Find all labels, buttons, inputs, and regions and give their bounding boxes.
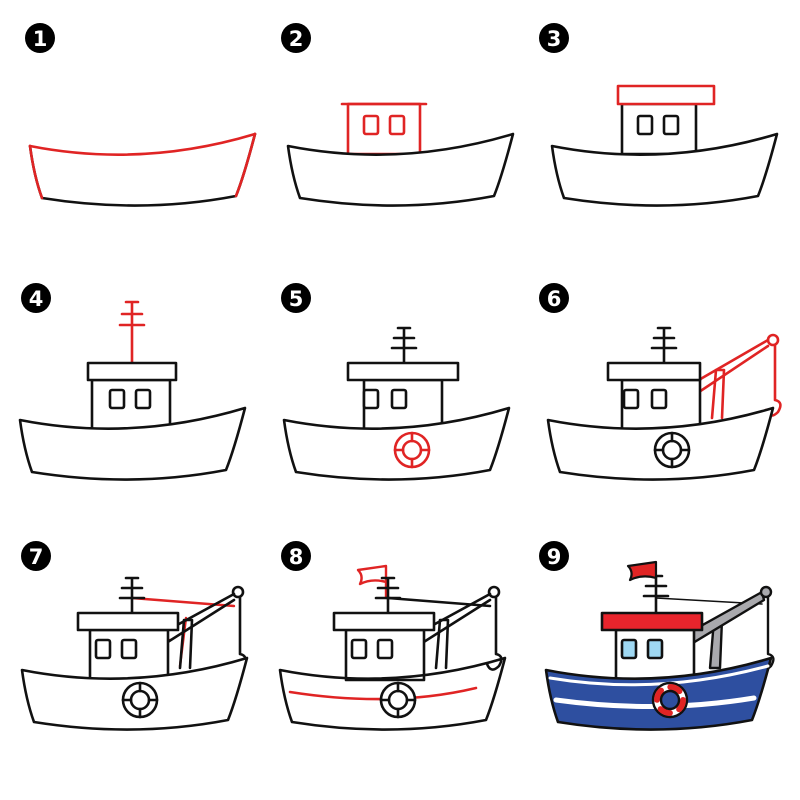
step-badge-4: 4 — [21, 283, 51, 313]
life-ring-highlight — [393, 431, 431, 469]
step-number: 5 — [289, 287, 304, 311]
cabin-highlight — [340, 102, 428, 156]
step-7-drawing — [20, 576, 249, 731]
life-ring — [379, 681, 417, 719]
step-number: 7 — [29, 545, 44, 569]
flag-icon — [626, 560, 658, 582]
step-number: 3 — [547, 27, 562, 51]
hull-bow-highlight — [28, 144, 44, 200]
step-number: 6 — [547, 287, 562, 311]
step-badge-2: 2 — [281, 23, 311, 53]
step-8-drawing — [278, 564, 507, 731]
step-number: 1 — [33, 27, 48, 51]
step-badge-6: 6 — [539, 283, 569, 313]
hull-rim-highlight — [28, 132, 257, 156]
hull-stern-highlight — [234, 132, 257, 198]
cabin-window — [620, 638, 638, 660]
cabin-window — [646, 638, 664, 660]
step-5-drawing — [282, 326, 511, 481]
flag-highlight — [356, 564, 388, 600]
step-number: 8 — [289, 545, 304, 569]
step-number: 9 — [547, 545, 562, 569]
step-number: 4 — [29, 287, 44, 311]
step-number: 2 — [289, 27, 304, 51]
hull-top-stripe — [548, 664, 770, 687]
mast — [390, 326, 418, 364]
life-ring — [651, 681, 689, 719]
step-1-drawing — [28, 132, 257, 207]
step-3-drawing — [550, 84, 779, 207]
step-4-drawing — [18, 300, 247, 481]
step-badge-9: 9 — [539, 541, 569, 571]
life-ring — [653, 431, 691, 469]
step-2-drawing — [286, 102, 515, 207]
step-badge-3: 3 — [539, 23, 569, 53]
cabin-roof-highlight — [616, 84, 716, 106]
cabin-roof — [600, 611, 704, 632]
life-ring — [121, 681, 159, 719]
step-6-drawing — [546, 326, 782, 481]
hull-outline — [28, 132, 257, 207]
step-badge-5: 5 — [281, 283, 311, 313]
mast-highlight — [118, 300, 146, 364]
step-badge-8: 8 — [281, 541, 311, 571]
step-badge-1: 1 — [25, 23, 55, 53]
step-9-drawing — [544, 560, 775, 731]
step-badge-7: 7 — [21, 541, 51, 571]
